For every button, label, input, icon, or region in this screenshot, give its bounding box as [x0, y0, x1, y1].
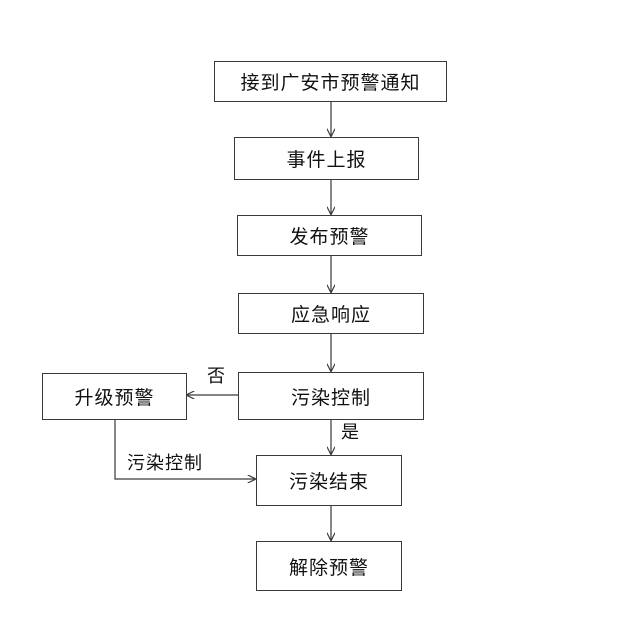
upgrade-warning-node: 升级预警: [42, 373, 187, 420]
no-branch-label: 否: [207, 366, 226, 387]
arrow-upgrade-to-end: [114, 420, 255, 479]
receive-notice-node: 接到广安市预警通知: [214, 61, 447, 102]
event-report-node: 事件上报: [234, 137, 419, 180]
lift-warning-node: 解除预警: [256, 541, 402, 591]
emergency-response-node: 应急响应: [238, 293, 424, 334]
upgrade-path-label: 污染控制: [127, 453, 203, 474]
issue-warning-node: 发布预警: [237, 215, 422, 256]
pollution-control-node: 污染控制: [238, 372, 424, 420]
yes-branch-label: 是: [341, 422, 360, 443]
pollution-end-node: 污染结束: [256, 455, 402, 506]
